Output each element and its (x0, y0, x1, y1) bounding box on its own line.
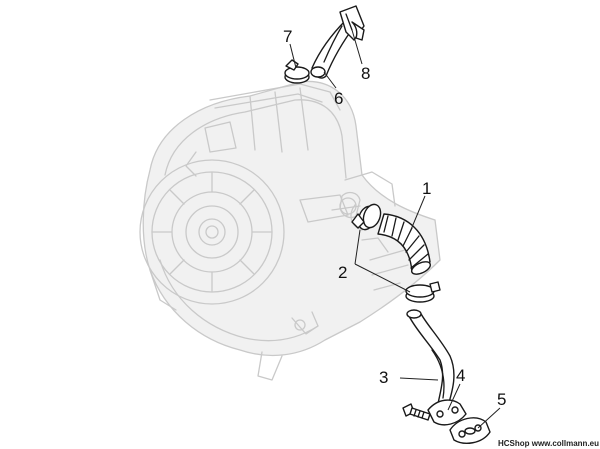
callout-7: 7 (283, 27, 292, 46)
hose-clamp-upper (351, 203, 382, 231)
flange-bolt (402, 403, 431, 421)
callout-1: 1 (422, 179, 431, 198)
callout-3: 3 (379, 368, 388, 387)
callout-8: 8 (361, 64, 370, 83)
callout-4: 4 (456, 366, 465, 385)
callout-6: 6 (334, 89, 343, 108)
pipe-flange (427, 399, 467, 426)
leader-lines (289, 29, 501, 429)
callout-labels: 1 2 3 4 5 6 7 8 (283, 27, 506, 409)
hose-clamp-lower (405, 281, 441, 303)
elbow-breather-hose (377, 213, 432, 275)
shop-watermark: HCShop www.collmann.eu (498, 439, 599, 448)
oil-return-pipe (406, 309, 455, 407)
engine-housing-ghost (139, 80, 441, 381)
callout-2: 2 (338, 263, 347, 282)
flange-gasket (449, 417, 491, 444)
callout-5: 5 (497, 390, 506, 409)
upper-breather-hose (310, 19, 357, 79)
hose-fitting-bracket (339, 5, 365, 41)
upper-hose-clamp (284, 59, 310, 84)
